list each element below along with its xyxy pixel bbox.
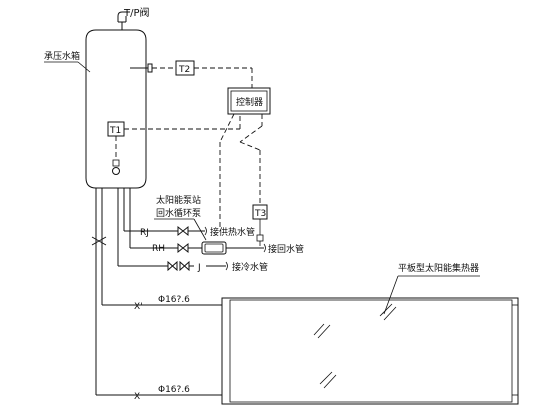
pipe-spec-top: Φ16?.6	[158, 295, 190, 305]
sensor-t2-label: T2	[178, 65, 190, 75]
collector-loop-pipes: X' Φ16?.6 X Φ16?.6	[91, 188, 222, 402]
j-pipe-label: 接冷水管	[232, 261, 268, 273]
rh-label: RH	[152, 244, 165, 254]
x-label: X	[134, 392, 140, 402]
j-check-valve-icon	[167, 260, 178, 272]
pipe-spec-bottom: Φ16?.6	[158, 385, 190, 395]
rj-pipe-label: 接供热水管	[210, 226, 255, 238]
circ-pump-label: 回水循环泵	[156, 207, 201, 219]
sensor-t1: T1	[107, 114, 241, 160]
sensor-t3: T3	[252, 204, 268, 246]
sensor-t2: T2	[152, 60, 253, 88]
collector-valves-icon	[91, 236, 107, 246]
thermometer	[112, 159, 120, 175]
xprime-label: X'	[134, 302, 143, 312]
sensor-t3-label: T3	[254, 209, 266, 219]
rh-check-valve-icon	[177, 242, 189, 254]
flat-plate-collector	[221, 297, 519, 405]
rj-pipe: RJ 接供热水管	[140, 225, 255, 238]
j-pipe: J 接冷水管	[160, 260, 268, 273]
tank-outlet-pipes	[117, 188, 174, 267]
controller-label: 控制器	[236, 96, 263, 108]
pressure-tank	[85, 29, 147, 189]
rj-label: RJ	[140, 228, 149, 238]
tp-valve-label: T/P阀	[123, 6, 150, 19]
tp-valve: T/P阀	[117, 6, 150, 30]
collector-label: 平板型太阳能集热器	[398, 262, 479, 274]
rh-pipe-label: 接回水管	[268, 243, 304, 255]
sensor-port	[147, 63, 153, 73]
pump-station-label: 太阳能泵站	[156, 194, 201, 206]
tank-label: 承压水箱	[44, 50, 80, 62]
rh-pipe: RH 接回水管	[152, 241, 304, 255]
j-valve-icon	[179, 260, 190, 272]
sensor-t1-label: T1	[109, 126, 121, 136]
controller: 控制器	[227, 87, 271, 115]
rj-valve-icon	[177, 225, 189, 237]
j-label: J	[197, 263, 201, 273]
